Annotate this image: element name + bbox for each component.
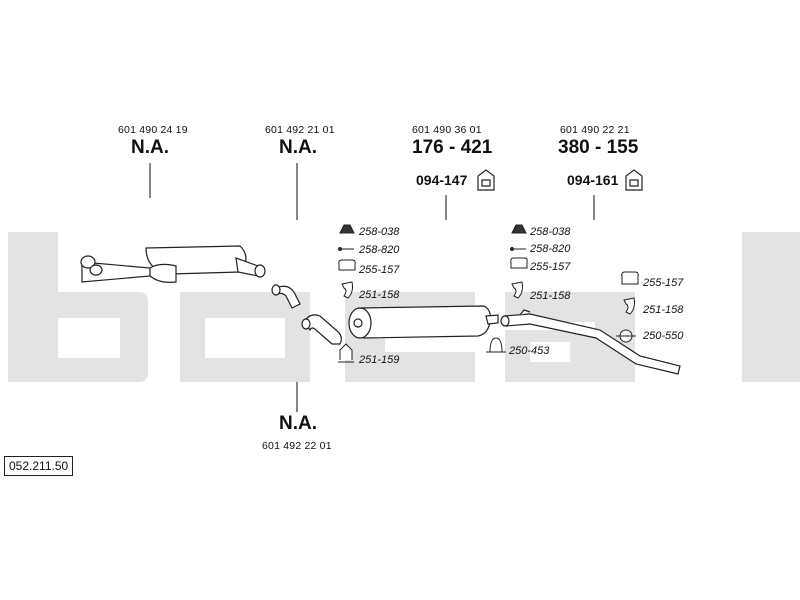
code-5: N.A.: [279, 413, 317, 434]
part-label-right-1: 255-157: [643, 277, 684, 289]
part-number-1: 601 490 24 19: [118, 124, 188, 136]
hanger-icon-1: [477, 169, 495, 191]
part-label-right-2: 251-158: [643, 304, 684, 316]
clamp-icon-2: [510, 257, 528, 269]
code-2: N.A.: [279, 137, 317, 158]
part-number-5: 601 492 22 01: [262, 440, 332, 452]
bracket-icon-3: [623, 297, 635, 315]
part-label-mid-4: 251-158: [530, 290, 571, 302]
parts-icons-right: [616, 271, 639, 343]
clamp-icon-3: [621, 271, 639, 285]
hanger-code-2: 094-161: [567, 172, 619, 188]
part-label-mid-1: 258-038: [530, 226, 571, 238]
part-label-mid-3: 255-157: [530, 261, 571, 273]
part-number-4: 601 490 22 21: [560, 124, 630, 136]
bracket-icon-2: [511, 281, 523, 299]
code-1: N.A.: [131, 137, 169, 158]
rubber-mount-icon: [339, 224, 355, 234]
intermediate-pipes: [271, 284, 342, 345]
hanger-icons: [477, 169, 643, 191]
part-number-2: 601 492 21 01: [265, 124, 335, 136]
part-label-left-3: 255-157: [359, 264, 400, 276]
diagram-reference: 052.211.50: [4, 456, 74, 476]
hanger-bracket-icon: [338, 343, 354, 363]
middle-silencer: [348, 305, 499, 339]
rubber-mount-icon-2: [511, 224, 527, 234]
part-label-right-3: 250-550: [643, 330, 684, 342]
part-label-mid-5: 250-453: [509, 345, 550, 357]
part-label-left-2: 258-820: [359, 244, 400, 256]
parts-icons-mid: [486, 224, 528, 353]
rear-silencer: [80, 245, 266, 283]
part-number-3: 601 490 36 01: [412, 124, 482, 136]
u-clamp-icon: [486, 337, 506, 353]
front-pipe: [500, 309, 681, 375]
bracket-icon: [341, 281, 353, 299]
part-label-left-1: 258-038: [359, 226, 400, 238]
code-3: 176 - 421: [412, 137, 493, 158]
part-label-left-4: 251-158: [359, 289, 400, 301]
hanger-code-1: 094-147: [416, 172, 468, 188]
code-4: 380 - 155: [558, 137, 639, 158]
parts-icons-left: [338, 224, 356, 363]
clamp-icon: [338, 259, 356, 271]
part-label-left-5: 251-159: [359, 354, 400, 366]
part-label-mid-2: 258-820: [530, 243, 571, 255]
hanger-icon-2: [625, 169, 643, 191]
